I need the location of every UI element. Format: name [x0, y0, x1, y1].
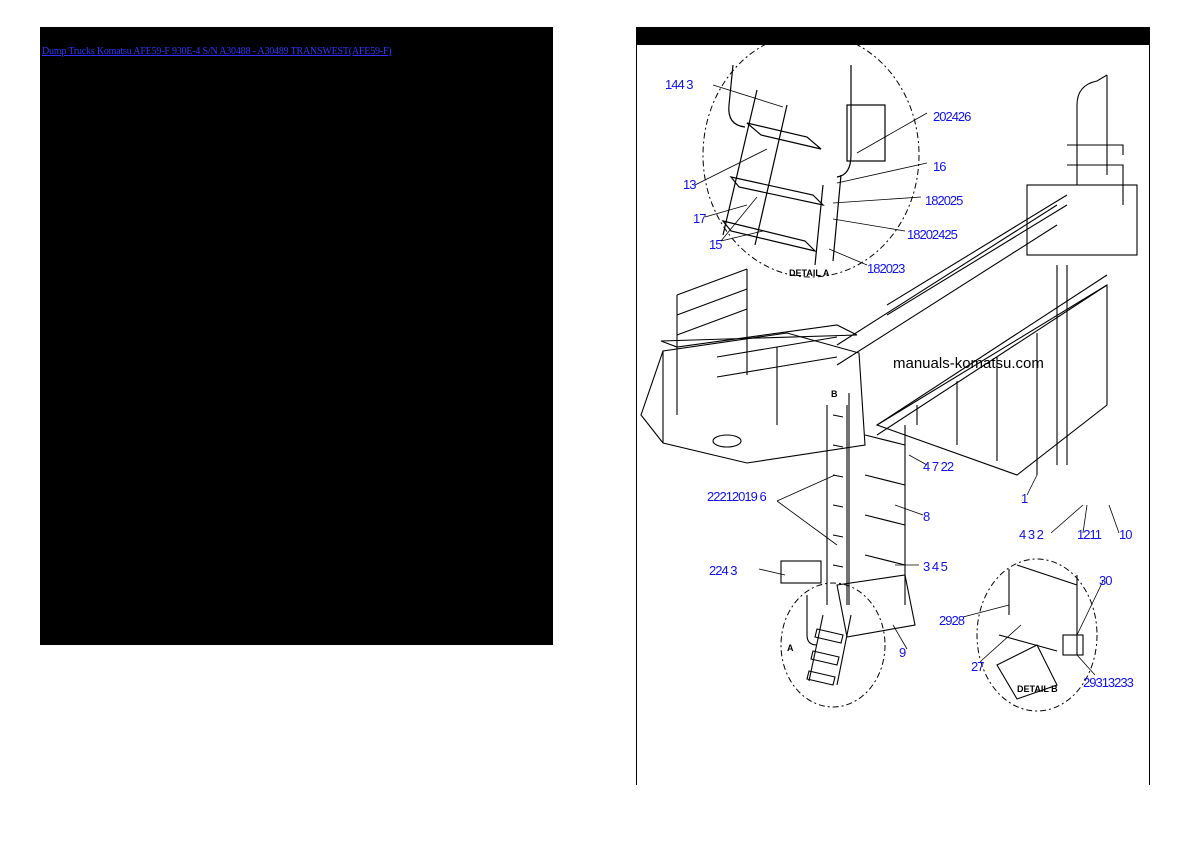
callout-182023: 182023: [867, 261, 905, 276]
callout-8: 8: [923, 509, 930, 524]
detail-b-label: DETAIL B: [1017, 684, 1058, 694]
callout-9: 9: [899, 645, 906, 660]
callout-18202425: 18202425: [907, 227, 958, 242]
callout-4-3-2: 4 3 2: [1019, 527, 1044, 542]
callout-3-4-5: 3 4 5: [923, 559, 948, 574]
callout-22212019-6: 22212019 6: [707, 489, 767, 504]
marker-b-label: B: [831, 389, 838, 399]
parts-diagram-drawing: [640, 45, 1138, 712]
callout-144-3: 144 3: [665, 77, 694, 92]
callout-16: 16: [933, 159, 947, 174]
breadcrumb: Dump Trucks Komatsu AFE59-F 930E-4 S/N A…: [42, 46, 392, 57]
detail-a-label: DETAIL A: [789, 268, 830, 278]
breadcrumb-category-link[interactable]: Dump Trucks Komatsu: [42, 46, 132, 57]
callout-1: 1: [1021, 491, 1028, 506]
callout-10: 10: [1119, 527, 1133, 542]
watermark-text: manuals-komatsu.com: [893, 355, 1044, 372]
callout-182025: 182025: [925, 193, 963, 208]
callout-30: 30: [1099, 573, 1113, 588]
callout-2928: 2928: [939, 613, 965, 628]
callout-1211: 1211: [1077, 527, 1102, 542]
parts-diagram-page: manuals-komatsu.com DETAIL A DETAIL B A …: [636, 27, 1150, 785]
callout-13: 13: [683, 177, 697, 192]
left-black-panel: Dump Trucks Komatsu AFE59-F 930E-4 S/N A…: [40, 27, 553, 645]
breadcrumb-model-link[interactable]: AFE59-F 930E-4 S/N A30488 - A30489 TRANS…: [133, 46, 392, 57]
marker-a-label: A: [787, 643, 794, 653]
page-header-bar: [637, 27, 1149, 45]
callout-29313233: 29313233: [1083, 675, 1134, 690]
callout-224-3: 224 3: [709, 563, 738, 578]
callout-15: 15: [709, 237, 723, 252]
callout-17: 17: [693, 211, 707, 226]
callout-202426: 202426: [933, 109, 971, 124]
callout-27: 27: [971, 659, 985, 674]
callout-4-7-22: 4 7 22: [923, 459, 954, 474]
